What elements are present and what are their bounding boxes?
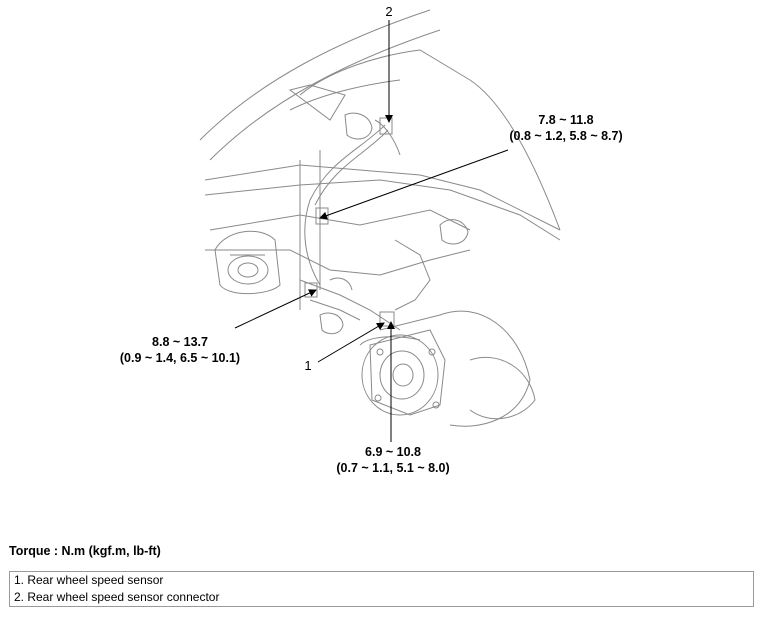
rear-suspension-diagram: 2 1 7.8 ~ 11.8 (0.8 ~ 1.2, 5.8 ~ 8.7) 8.… — [120, 4, 623, 475]
callout-2: 2 — [385, 4, 392, 19]
callout-1: 1 — [304, 358, 311, 373]
legend-item: 2. Rear wheel speed sensor connector — [14, 590, 220, 604]
torque-left-nm: 8.8 ~ 13.7 — [152, 335, 208, 349]
torque-unit-note: Torque : N.m (kgf.m, lb-ft) — [9, 544, 161, 558]
left-mount — [214, 230, 281, 295]
parts-legend: 1. Rear wheel speed sensor 2. Rear wheel… — [9, 571, 754, 607]
leader-lines — [234, 20, 509, 442]
torque-bottom-alt: (0.7 ~ 1.1, 5.1 ~ 8.0) — [336, 461, 449, 475]
torque-bottom-nm: 6.9 ~ 10.8 — [365, 445, 421, 459]
torque-upper-right-nm: 7.8 ~ 11.8 — [538, 113, 593, 127]
torque-upper-right-alt: (0.8 ~ 1.2, 5.8 ~ 8.7) — [509, 129, 622, 143]
vehicle-body-outline — [199, 9, 561, 427]
sensor-wiring — [304, 117, 395, 327]
rear-hub-knuckle — [361, 329, 446, 416]
legend-item: 1. Rear wheel speed sensor — [14, 573, 164, 587]
torque-left-alt: (0.9 ~ 1.4, 6.5 ~ 10.1) — [120, 351, 240, 365]
